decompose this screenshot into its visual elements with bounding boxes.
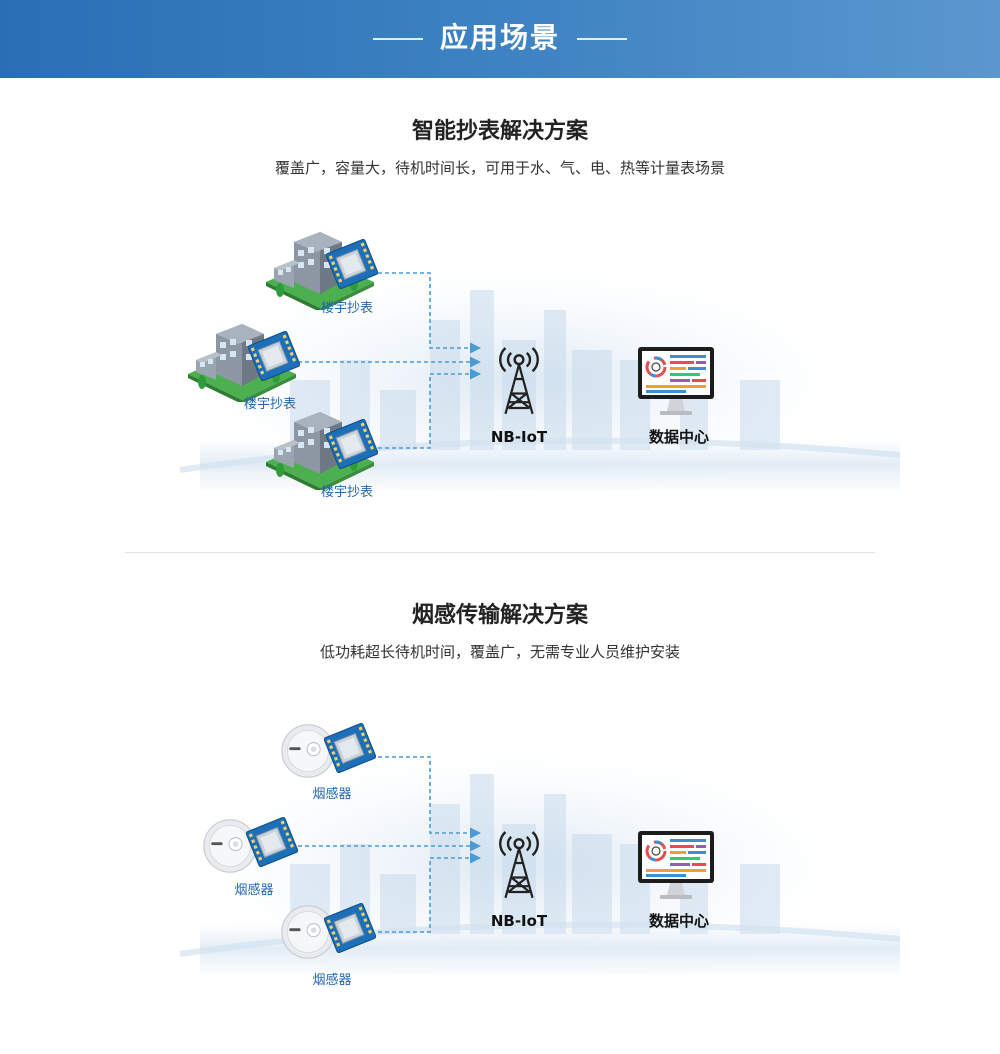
device-label: 烟感器	[312, 972, 351, 988]
smoke-detector-icon	[203, 819, 257, 873]
smoke-detector-icon	[281, 724, 335, 778]
banner-line-left	[373, 38, 423, 40]
data-center: 数据中心	[636, 829, 716, 930]
data-center-label: 数据中心	[649, 428, 709, 446]
device-label: 楼宇抄表	[321, 301, 373, 316]
nb-iot-tower: NB-IoT	[491, 346, 548, 446]
smoke-detector-icon	[281, 905, 335, 959]
connection-lines	[298, 756, 482, 933]
tower-label: NB-IoT	[491, 912, 548, 930]
device-smoke-3: 烟感器	[281, 902, 376, 988]
nb-iot-tower: NB-IoT	[491, 830, 548, 930]
section-title-smoke: 烟感传输解决方案	[411, 603, 588, 628]
device-meter-3: 楼宇抄表	[266, 412, 378, 500]
device-meter-2: 楼宇抄表	[188, 324, 300, 412]
section-subtitle-smoke: 低功耗超长待机时间，覆盖广，无需专业人员维护安装	[319, 643, 680, 661]
header-banner: 应用场景	[0, 0, 1000, 78]
device-meter-1: 楼宇抄表	[266, 232, 378, 316]
device-smoke-2: 烟感器	[203, 816, 298, 898]
page-title: 应用场景	[439, 21, 560, 54]
device-smoke-1: 烟感器	[281, 722, 376, 802]
section-divider	[125, 552, 875, 553]
data-center-label: 数据中心	[649, 912, 709, 930]
device-label: 楼宇抄表	[244, 397, 296, 412]
connection-lines	[298, 272, 482, 449]
tower-label: NB-IoT	[491, 428, 548, 446]
smoke-detector-diagram: 烟感器 烟感器 烟感器 NB-IoT 数据中心	[0, 722, 1000, 1010]
device-label: 烟感器	[234, 882, 273, 898]
section-subtitle-meter-reading: 覆盖广，容量大，待机时间长，可用于水、气、电、热等计量表场景	[274, 159, 725, 177]
device-label: 烟感器	[312, 786, 351, 802]
section-title-meter-reading: 智能抄表解决方案	[411, 119, 588, 144]
data-center: 数据中心	[636, 345, 716, 446]
device-label: 楼宇抄表	[321, 485, 373, 500]
banner-line-right	[577, 38, 627, 40]
meter-reading-diagram: 楼宇抄表 楼宇抄表 楼宇抄表 NB-IoT 数据中心	[0, 232, 1000, 520]
